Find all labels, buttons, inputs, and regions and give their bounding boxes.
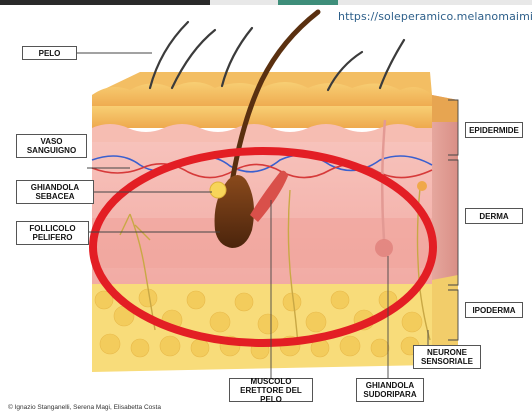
label-neurone-sensoriale: NEURONE SENSORIALE — [413, 345, 481, 369]
epidermis-layer — [92, 106, 432, 128]
label-vaso-sanguigno: VASO SANGUIGNO — [16, 134, 87, 158]
source-url[interactable]: https://soleperamico.melanomaimi.it — [338, 10, 532, 23]
label-epidermide: EPIDERMIDE — [465, 122, 523, 138]
label-pelo: PELO — [22, 46, 77, 60]
sensory-receptor — [417, 181, 427, 191]
label-ghiandola-sudoripara: GHIANDOLA SUDORIPARA — [356, 378, 424, 402]
sweat-gland — [375, 239, 393, 257]
label-follicolo-pilifero: FOLLICOLO PELIFERO — [16, 221, 89, 245]
label-derma: DERMA — [465, 208, 523, 224]
sebaceous-gland — [210, 182, 226, 198]
label-muscolo-erettore: MUSCOLO ERETTORE DEL PELO — [229, 378, 313, 402]
credit-text: © Ignazio Stanganelli, Serena Magi, Elis… — [8, 404, 161, 411]
label-ghiandola-sebacea: GHIANDOLA SEBACEA — [16, 180, 94, 204]
label-ipoderma: IPODERMA — [465, 302, 523, 318]
